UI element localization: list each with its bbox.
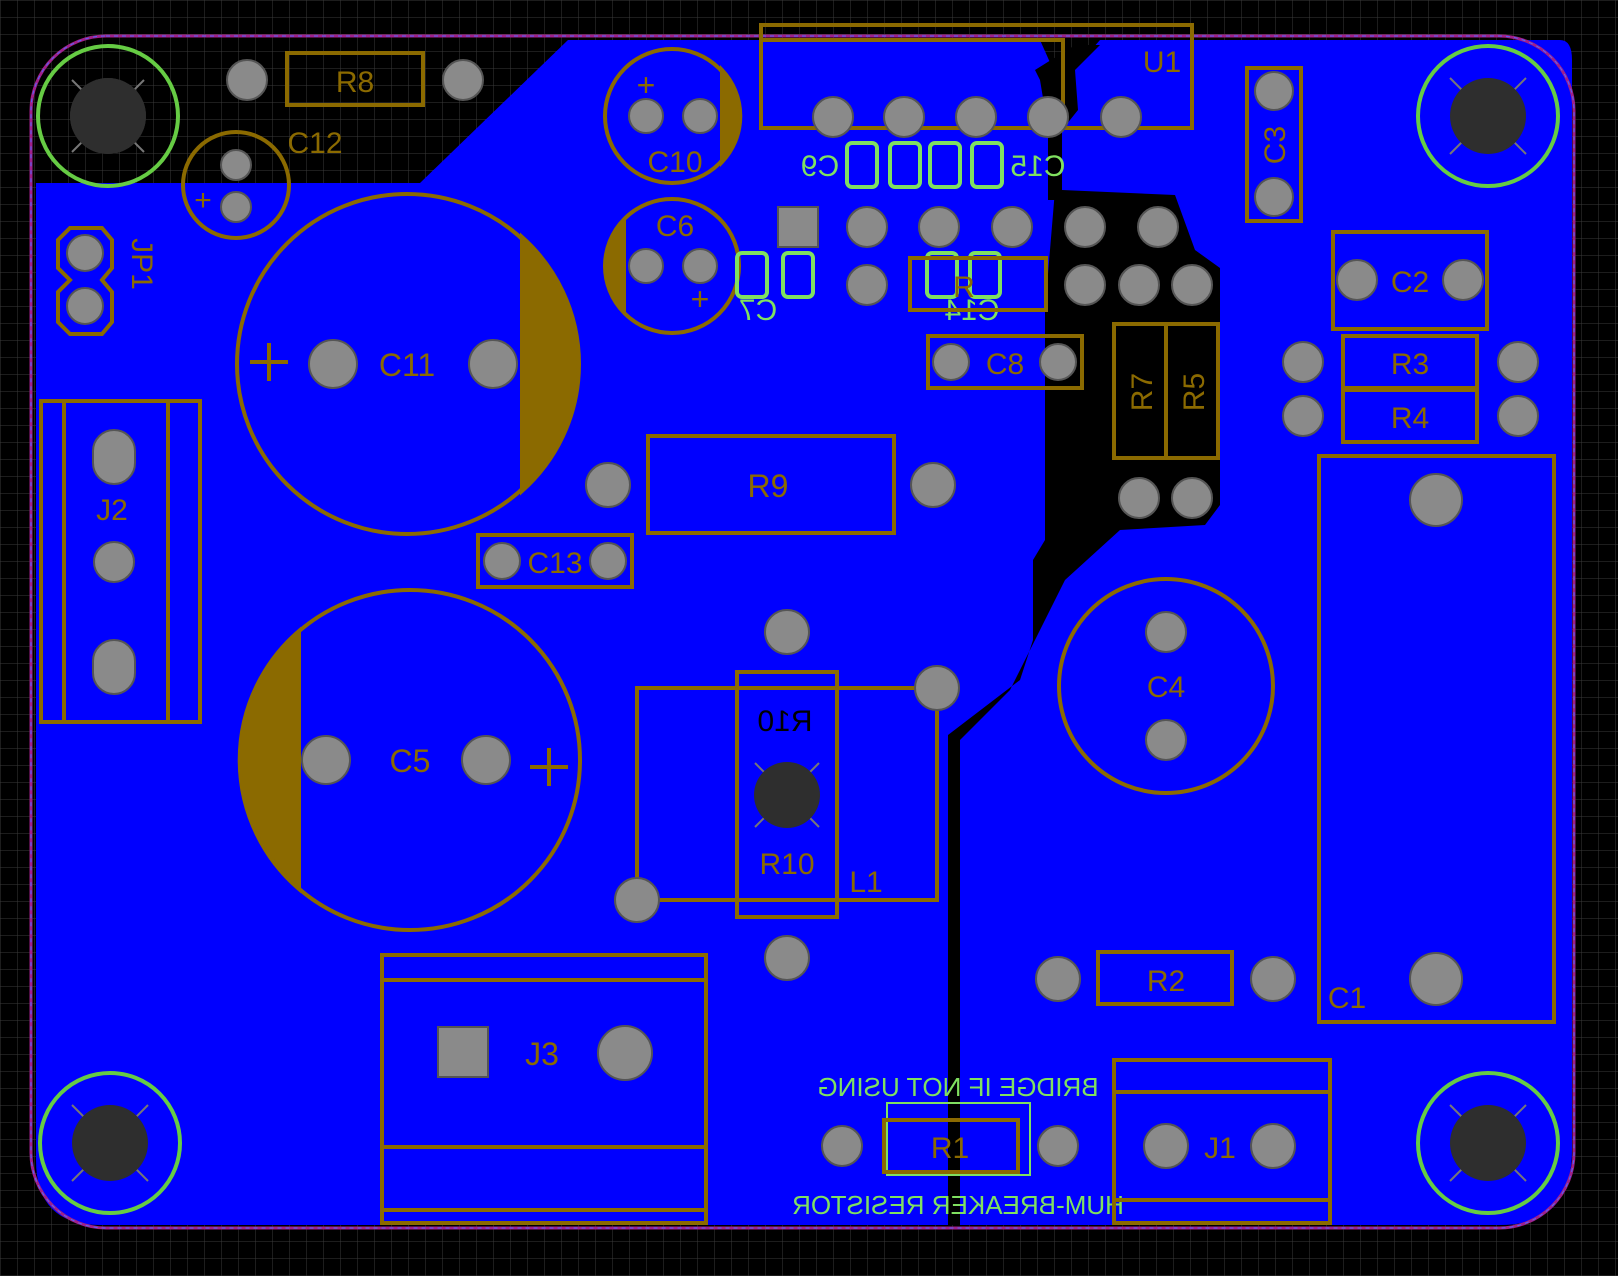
label-r4: R4 [1391,402,1429,435]
resistor-r2: R2 [1035,950,1296,1006]
resistor-r1: R1 [821,1102,1079,1176]
label-c1: C1 [1328,982,1366,1015]
mounting-hole-top-left [36,44,180,188]
label-c5: C5 [390,743,431,779]
capacitor-c1: C1 [1317,454,1556,1024]
potentiometer-r10: R10 R10 [735,609,839,981]
capacitor-c12: C12 + [181,127,343,240]
capacitor-c11: C11 [235,192,581,536]
resistor-r9: R9 [585,434,956,535]
connector-j1: J1 [1112,1058,1332,1225]
plus-c10: + [637,67,656,103]
label-r8: R8 [336,66,374,99]
label-r9: R9 [748,468,789,504]
smd-c9-c15: C9 C15 [801,141,1066,189]
label-l1: L1 [849,866,882,899]
capacitor-c2: C2 [1331,230,1489,331]
label-c10: C10 [647,146,702,179]
copper-void-1 [948,45,1220,1225]
label-r3: R3 [1391,348,1429,381]
label-u1: U1 [1143,46,1181,79]
label-r7: R7 [1126,373,1159,411]
jumper-jp1: JP1 [56,226,158,336]
note-bridge: BRIDGE IF NOT USING [817,1072,1098,1102]
label-c3: C3 [1259,126,1292,164]
label-c11: C11 [379,347,435,383]
board-edge [30,35,1575,1229]
capacitor-c13: C13 [476,533,634,589]
capacitor-c8: C8 [926,334,1084,390]
label-j3: J3 [525,1036,559,1072]
plus-c6: + [691,281,710,317]
resistor-r5: R5 [1164,322,1220,460]
label-c12: C12 [287,127,342,160]
label-r1: R1 [931,1132,969,1165]
label-r10: R10 [759,848,814,881]
resistor-r4: R4 [1282,388,1539,444]
label-c13: C13 [527,547,582,580]
connector-j3: J3 [380,953,708,1225]
pad-r7 [1118,477,1160,519]
capacitor-c4: C4 [1057,577,1275,795]
label-r10-top: R10 [757,705,812,738]
inductor-l1: L1 [614,665,960,923]
note-hum-breaker: HUM-BREAKER RESISTOR [792,1190,1124,1220]
label-j2: J2 [96,494,128,527]
label-c7: C7 [739,294,777,327]
label-r2: R2 [1147,965,1185,998]
label-r-small: R [953,271,975,304]
ic-pins-middle: R [777,206,1213,312]
plus-c12: + [194,184,212,217]
label-c15: C15 [1010,150,1065,183]
pad-r5 [1171,477,1213,519]
mounting-hole-bottom-left [38,1071,182,1215]
label-c4: C4 [1147,671,1185,704]
capacitor-c3: C3 [1245,66,1303,223]
resistor-r8: R8 [226,51,484,107]
ic-u1: U1 [759,23,1194,138]
label-c6: C6 [656,210,694,243]
label-c9: C9 [801,150,839,183]
mounting-hole-top-right [1416,44,1560,188]
label-c2: C2 [1391,266,1429,299]
capacitor-c10: C10 + [603,47,743,185]
connector-j2: J2 [39,399,202,724]
label-j1: J1 [1204,1132,1236,1165]
label-r5: R5 [1178,373,1211,411]
resistor-r3: R3 [1282,334,1539,390]
label-jp1: JP1 [125,238,158,290]
label-c8: C8 [986,348,1024,381]
mounting-hole-bottom-right [1416,1071,1560,1215]
capacitor-c5: C5 [237,588,582,932]
